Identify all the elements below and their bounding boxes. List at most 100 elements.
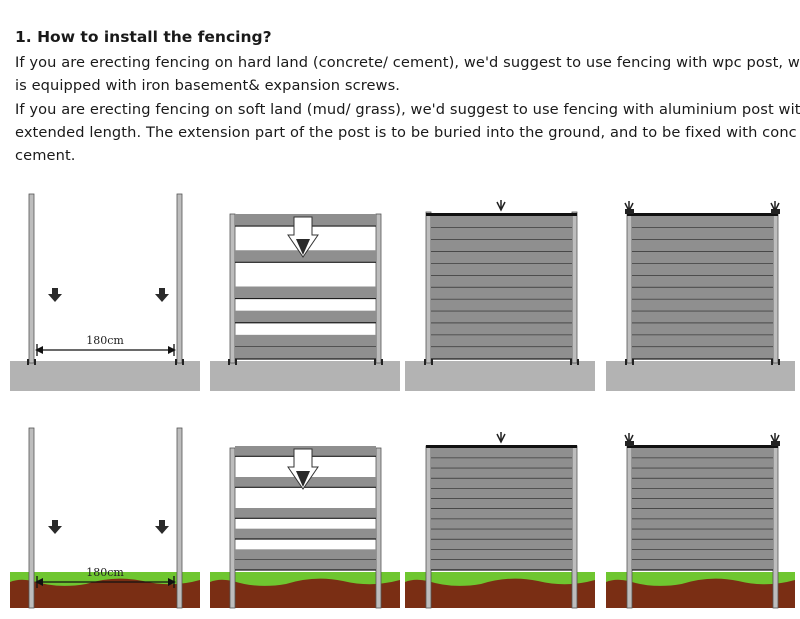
section-heading: 1. How to install the fencing? [15, 28, 272, 46]
post-foot [235, 359, 237, 365]
distance-arrowhead [168, 346, 176, 354]
fence-board [431, 458, 572, 469]
fence-board [235, 250, 376, 263]
down-arrow-icon [48, 520, 62, 534]
fence-board [431, 263, 572, 276]
text-line: is equipped with iron basement& expansio… [15, 77, 401, 94]
soft-land-paragraph: If you are erecting fencing on soft land… [15, 98, 800, 167]
fence-post [425, 211, 432, 364]
down-arrow-icon [287, 216, 319, 258]
fence-board [431, 549, 572, 560]
fence-post [571, 211, 578, 364]
fence-post [772, 211, 779, 364]
fence-board [431, 519, 572, 530]
down-arrow-icon [624, 201, 634, 213]
fence-board [235, 334, 376, 347]
post-foot [374, 359, 376, 365]
hard-land-paragraph: If you are erecting fencing on hard land… [15, 51, 800, 97]
post-foot [632, 359, 634, 365]
down-arrow-icon [770, 433, 780, 445]
post-foot [431, 359, 433, 365]
concrete-ground [210, 361, 400, 391]
step-3-full-panel-capped [405, 200, 595, 391]
fence-board [632, 539, 773, 550]
fence-post [375, 213, 382, 364]
fence-post [626, 211, 633, 364]
grass-layer [405, 572, 595, 586]
text-line: If you are erecting fencing on soft land… [15, 101, 800, 118]
text-line: extended length. The extension part of t… [15, 124, 797, 141]
fence-board [632, 519, 773, 530]
fence-post [28, 427, 35, 609]
post-foot [27, 359, 29, 365]
concrete-ground [405, 361, 595, 391]
fence-board [632, 216, 773, 228]
fence-board [632, 287, 773, 300]
fence-board [235, 346, 376, 359]
post-foot [228, 359, 230, 365]
fence-board [632, 323, 773, 336]
fence-board [235, 310, 376, 323]
fence-post [229, 213, 236, 364]
fence-post [375, 447, 382, 609]
concrete-ground [10, 361, 200, 391]
fence-board [431, 251, 572, 264]
fence-board [431, 239, 572, 252]
step-1-posts: 180cm [10, 427, 200, 609]
fence-board [431, 478, 572, 489]
fence-board [632, 529, 773, 540]
grass-row: 180cm [10, 427, 795, 609]
fence-board [431, 488, 572, 499]
text-line: cement. [15, 147, 76, 164]
top-cap-rail [627, 445, 778, 448]
fence-board [632, 251, 773, 264]
fence-board [632, 335, 773, 348]
distance-arrowhead [35, 578, 43, 586]
fence-board [632, 347, 773, 359]
fence-board [431, 275, 572, 288]
step-4-full-panel-caps-on-posts [606, 433, 795, 609]
fence-board [632, 458, 773, 469]
fence-board [431, 227, 572, 240]
fence-board [431, 498, 572, 509]
distance-label: 180cm [86, 334, 124, 347]
step-1-posts: 180cm [10, 193, 200, 391]
post-foot [577, 359, 579, 365]
distance-label: 180cm [86, 566, 124, 579]
fence-post [425, 445, 432, 609]
post-foot [175, 359, 177, 365]
down-arrow-icon [287, 448, 319, 490]
down-arrow-icon [496, 200, 506, 212]
top-cap-rail [627, 213, 778, 216]
post-foot [34, 359, 36, 365]
fence-board [632, 549, 773, 560]
grass-layer [606, 572, 795, 586]
down-arrow-icon [48, 288, 62, 302]
down-arrow-icon [155, 520, 169, 534]
fence-board [431, 335, 572, 348]
fence-board [632, 311, 773, 324]
arrow-tip [296, 239, 310, 255]
fence-board [431, 448, 572, 459]
fence-board [632, 488, 773, 499]
fence-board [235, 549, 376, 560]
fence-board [431, 539, 572, 550]
top-cap-rail [426, 445, 577, 448]
post-foot [182, 359, 184, 365]
fence-post [626, 445, 633, 609]
fence-board [235, 508, 376, 519]
fence-post [28, 193, 35, 364]
down-arrow-icon [624, 433, 634, 445]
grass-layer [210, 572, 400, 586]
post-foot [778, 359, 780, 365]
fence-board [235, 528, 376, 539]
fence-board [431, 468, 572, 479]
fence-board [431, 559, 572, 570]
step-4-full-panel-caps-on-posts [606, 201, 795, 391]
fence-board [632, 509, 773, 520]
fence-board [632, 227, 773, 240]
fence-board [632, 498, 773, 509]
fence-board [431, 529, 572, 540]
fence-board [431, 323, 572, 336]
